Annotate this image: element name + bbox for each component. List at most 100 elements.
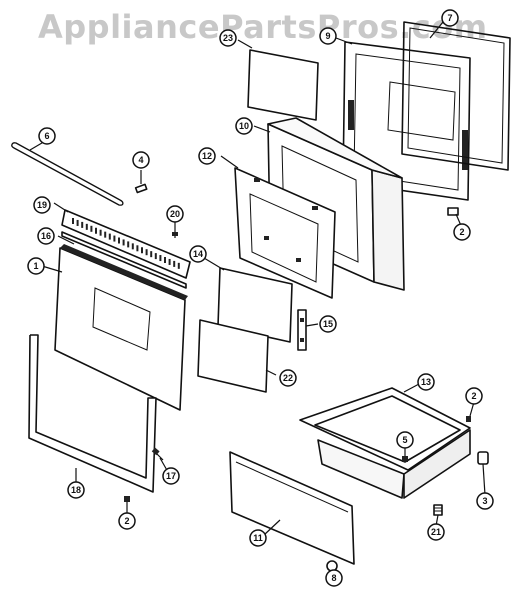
vent-slot bbox=[108, 233, 111, 240]
callout-label: 21 bbox=[431, 527, 441, 537]
vent-slot bbox=[164, 257, 166, 263]
part-vent-trim bbox=[61, 209, 191, 279]
callout-circle bbox=[162, 467, 180, 485]
vent-slot bbox=[122, 239, 125, 246]
vent-slot bbox=[72, 218, 74, 224]
part-door-seal-frame bbox=[401, 21, 511, 171]
callout-circle bbox=[67, 481, 85, 499]
callout-4: 4 bbox=[132, 151, 150, 169]
callout-circle bbox=[166, 205, 184, 223]
callout-20: 20 bbox=[166, 205, 184, 223]
part-window-glass-23 bbox=[197, 319, 269, 393]
vent-slot bbox=[118, 237, 120, 244]
callout-label: 14 bbox=[193, 249, 203, 259]
callout-label: 20 bbox=[170, 209, 180, 219]
callout-8: 8 bbox=[325, 569, 343, 587]
callout-14: 14 bbox=[189, 245, 207, 263]
callout-13: 13 bbox=[417, 373, 435, 391]
callout-label: 2 bbox=[459, 227, 464, 237]
callout-label: 3 bbox=[482, 496, 487, 506]
vent-slot bbox=[168, 258, 171, 265]
vent-slot bbox=[104, 231, 107, 238]
callout-21: 21 bbox=[427, 523, 445, 541]
callout-11: 11 bbox=[249, 529, 267, 547]
part-storage-drawer bbox=[299, 387, 471, 499]
callout-circle bbox=[33, 196, 51, 214]
callout-circle bbox=[198, 147, 216, 165]
callout-circle bbox=[441, 9, 459, 27]
callout-5: 5 bbox=[396, 431, 414, 449]
callout-label: 17 bbox=[166, 471, 176, 481]
callout-circle bbox=[189, 245, 207, 263]
part-drawer-glide-4 bbox=[477, 451, 489, 465]
part-screw-5 bbox=[134, 183, 148, 194]
vent-slot bbox=[99, 229, 102, 236]
part-clip-3 bbox=[447, 207, 459, 216]
part-bracket-16 bbox=[297, 309, 307, 351]
part-screw-6 bbox=[402, 456, 408, 462]
callout-label: 19 bbox=[37, 200, 47, 210]
callout-1: 1 bbox=[27, 257, 45, 275]
part-screw-21 bbox=[172, 228, 178, 238]
callout-22: 22 bbox=[279, 369, 297, 387]
callout-circle bbox=[38, 127, 56, 145]
callout-label: 2 bbox=[471, 391, 476, 401]
part-handle-rod bbox=[11, 142, 124, 206]
vent-slot bbox=[177, 262, 180, 269]
callout-label: 6 bbox=[44, 131, 49, 141]
callout-label: 4 bbox=[138, 155, 143, 165]
callout-label: 10 bbox=[239, 121, 249, 131]
callout-circle bbox=[319, 315, 337, 333]
callout-label: 22 bbox=[283, 373, 293, 383]
callout-12: 12 bbox=[198, 147, 216, 165]
callout-15: 15 bbox=[319, 315, 337, 333]
callout-23: 23 bbox=[219, 29, 237, 47]
callout-10: 10 bbox=[235, 117, 253, 135]
callout-label: 18 bbox=[71, 485, 81, 495]
callout-circle bbox=[417, 373, 435, 391]
callout-2: 2 bbox=[465, 387, 483, 405]
vent-slot bbox=[150, 251, 153, 258]
callout-label: 16 bbox=[41, 231, 51, 241]
callout-label: 11 bbox=[253, 533, 263, 543]
callout-2: 2 bbox=[118, 512, 136, 530]
callout-circle bbox=[427, 523, 445, 541]
callout-circle bbox=[132, 151, 150, 169]
part-oven-door-panel bbox=[54, 244, 188, 411]
vent-slot bbox=[154, 253, 157, 260]
vent-slot bbox=[136, 245, 139, 252]
vent-slot bbox=[159, 255, 162, 262]
vent-slot bbox=[81, 221, 84, 228]
watermark-text: AppliancePartsPros.com bbox=[38, 8, 488, 46]
part-gasket-strip bbox=[61, 231, 187, 289]
callout-label: 8 bbox=[331, 573, 336, 583]
part-window-glass-top bbox=[247, 49, 319, 121]
part-screw-18 bbox=[151, 447, 164, 461]
vent-slot bbox=[95, 227, 97, 234]
callout-circle bbox=[235, 117, 253, 135]
part-door-frame bbox=[28, 334, 157, 493]
callout-label: 2 bbox=[124, 516, 129, 526]
callout-circle bbox=[465, 387, 483, 405]
callout-9: 9 bbox=[319, 27, 337, 45]
vent-slot bbox=[141, 247, 143, 254]
part-inner-door-assembly bbox=[342, 41, 471, 201]
vent-slot bbox=[113, 235, 116, 242]
part-drawer-front-panel bbox=[229, 451, 355, 565]
part-window-glass-15 bbox=[217, 267, 293, 343]
callout-circle bbox=[27, 257, 45, 275]
part-screw-2-lower bbox=[124, 496, 130, 502]
callout-leader-lines bbox=[29, 21, 486, 576]
callout-17: 17 bbox=[162, 467, 180, 485]
callout-circle bbox=[319, 27, 337, 45]
callout-label: 15 bbox=[323, 319, 333, 329]
callout-circle bbox=[37, 227, 55, 245]
callout-7: 7 bbox=[441, 9, 459, 27]
callout-3: 3 bbox=[476, 492, 494, 510]
part-screw-2-right bbox=[466, 416, 471, 422]
callout-label: 5 bbox=[402, 435, 407, 445]
callout-circle bbox=[219, 29, 237, 47]
